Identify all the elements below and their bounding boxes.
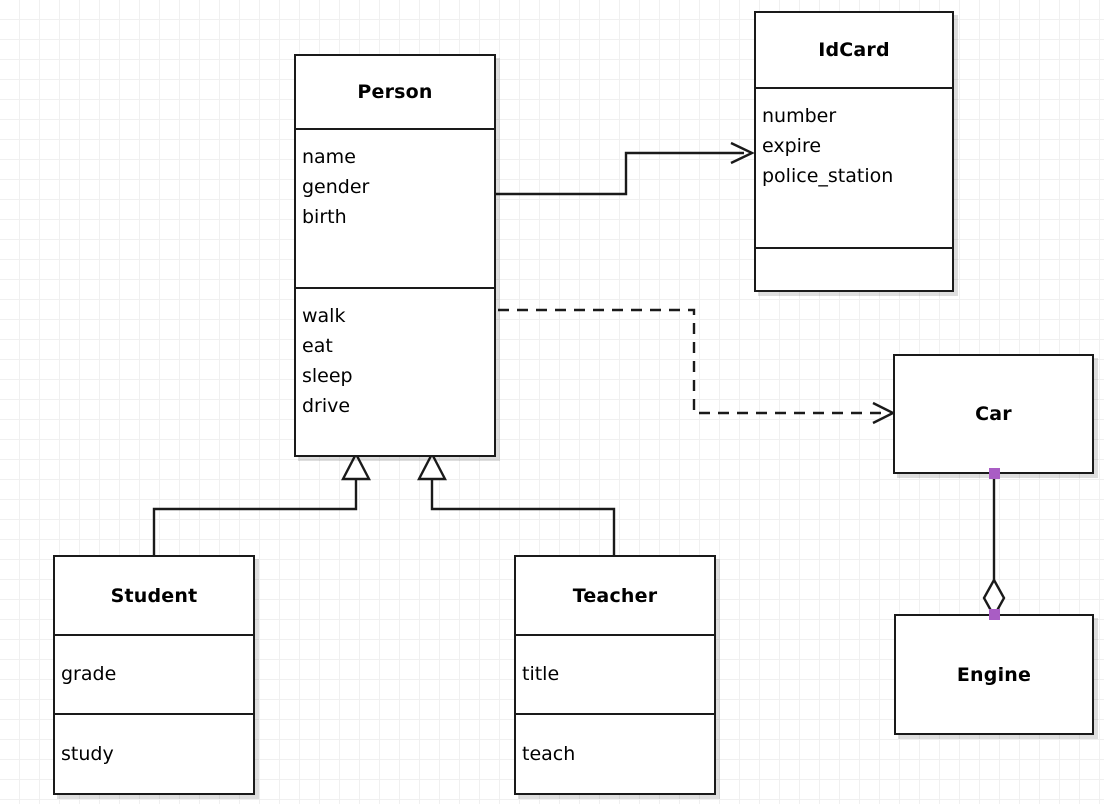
class-name-car: Car [975, 403, 1012, 425]
edge-person-car-arrowhead [872, 401, 896, 425]
edge-student-person-line [152, 478, 358, 556]
attribute-row: grade [61, 663, 117, 686]
class-name-idcard: IdCard [818, 39, 890, 61]
method-row: teach [522, 742, 576, 765]
connection-handle-engine-top[interactable] [989, 609, 1000, 620]
method-row: eat [302, 335, 333, 358]
class-box-student[interactable]: Student grade study [53, 555, 255, 795]
attribute-row: birth [302, 206, 347, 229]
connection-handle-car-bottom[interactable] [989, 468, 1000, 479]
method-row: sleep [302, 365, 353, 388]
class-attributes-person: name gender birth [296, 128, 494, 287]
attribute-row: name [302, 146, 356, 168]
edge-car-engine[interactable] [982, 474, 1006, 619]
edge-teacher-person[interactable] [417, 451, 616, 556]
class-box-idcard[interactable]: IdCard number expire police_station [754, 11, 954, 292]
edge-person-idcard-line [496, 151, 744, 196]
edge-teacher-person-line [430, 478, 616, 556]
class-name-person: Person [357, 81, 433, 103]
class-methods-idcard [756, 247, 952, 290]
method-row: drive [302, 395, 351, 418]
edge-person-car[interactable] [498, 308, 896, 425]
class-methods-teacher: teach [516, 713, 714, 793]
class-name-student: Student [110, 584, 198, 607]
class-box-teacher[interactable]: Teacher title teach [514, 555, 716, 795]
edge-person-idcard-arrowhead [730, 141, 755, 165]
attribute-row: title [522, 663, 560, 686]
class-attributes-idcard: number expire police_station [756, 87, 952, 247]
class-name-teacher: Teacher [572, 584, 658, 607]
class-name-engine: Engine [956, 663, 1032, 686]
attribute-row: police_station [762, 165, 894, 188]
edge-person-idcard[interactable] [496, 141, 755, 196]
edge-teacher-person-triangle [417, 451, 447, 481]
edge-student-person-triangle [341, 451, 371, 481]
attribute-row: gender [302, 176, 370, 199]
method-row: study [61, 742, 114, 765]
class-methods-person: walk eat sleep drive [296, 287, 494, 455]
attribute-row: expire [762, 135, 822, 158]
class-box-car[interactable]: Car [893, 354, 1094, 474]
class-box-engine[interactable]: Engine [894, 614, 1094, 735]
class-methods-student: study [55, 713, 253, 793]
class-attributes-teacher: title [516, 634, 714, 713]
method-row: walk [302, 305, 346, 327]
class-box-person[interactable]: Person name gender birth walk eat sleep … [294, 54, 496, 457]
class-attributes-student: grade [55, 634, 253, 713]
edge-person-car-line [498, 308, 884, 415]
edge-student-person[interactable] [152, 451, 371, 556]
attribute-row: number [762, 105, 837, 127]
